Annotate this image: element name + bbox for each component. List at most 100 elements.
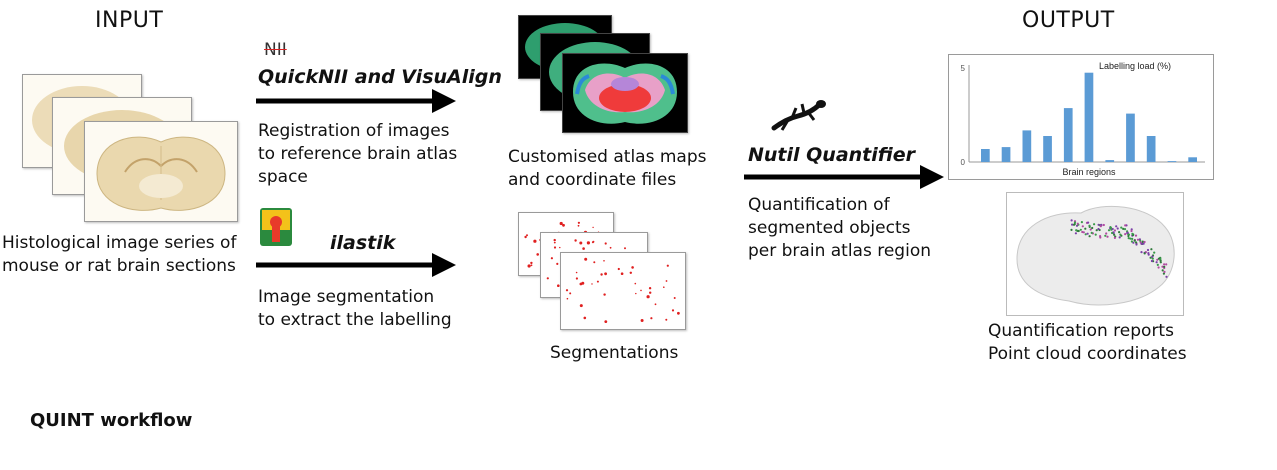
- point-cloud-dot: [1165, 263, 1168, 266]
- point-cloud-dot: [1146, 248, 1150, 252]
- output-heading: OUTPUT: [1022, 8, 1115, 33]
- point-cloud-dot: [1084, 233, 1087, 236]
- point-cloud-dot: [1097, 227, 1100, 231]
- point-cloud-dot: [1129, 237, 1132, 240]
- point-cloud-dot: [1090, 231, 1093, 234]
- point-cloud-dot: [1135, 243, 1138, 246]
- segmentation-description: Image segmentation to extract the labell…: [258, 286, 452, 332]
- segmentation-dot: [524, 235, 527, 239]
- point-cloud-dot: [1113, 229, 1116, 232]
- point-cloud-dots: [1070, 219, 1168, 278]
- input-heading: INPUT: [95, 8, 164, 33]
- point-cloud-dot: [1153, 251, 1156, 254]
- point-cloud-dot: [1126, 231, 1129, 234]
- point-cloud-dot: [1076, 222, 1079, 225]
- segmentation-dot: [586, 241, 590, 245]
- point-cloud-image: [1006, 192, 1184, 316]
- point-cloud-dot: [1165, 275, 1168, 278]
- point-cloud-dot: [1136, 238, 1140, 241]
- bar-1: [981, 149, 990, 162]
- segmentation-dot: [592, 226, 594, 229]
- segmentation-dot: [579, 241, 583, 245]
- segmentation-dot: [530, 261, 533, 265]
- segmentation-dot: [579, 304, 583, 308]
- point-cloud-dot: [1127, 234, 1130, 238]
- point-cloud-dot: [1132, 241, 1135, 244]
- segmentation-dot: [604, 320, 608, 323]
- x-axis-label: Brain regions: [1062, 167, 1116, 177]
- point-cloud-dot: [1119, 233, 1122, 236]
- registration-desc-line-1: Registration of images: [258, 121, 450, 141]
- segmentation-dot: [581, 281, 585, 285]
- point-cloud-dot: [1116, 227, 1119, 230]
- histology-section-3: [84, 121, 238, 222]
- segmentation-dot: [591, 283, 593, 285]
- point-cloud-dot: [1088, 224, 1091, 227]
- bar-group: [981, 72, 1197, 162]
- atlas-maps-caption-line-1: Customised atlas maps: [508, 147, 707, 167]
- segmentation-dot: [604, 242, 607, 245]
- point-cloud-dot: [1107, 229, 1111, 232]
- point-cloud-dot: [1104, 234, 1107, 237]
- segmentation-dot: [536, 253, 539, 256]
- segmentation-dot: [527, 264, 531, 268]
- input-caption-line-1: Histological image series of: [2, 233, 237, 253]
- segmentation-dot: [583, 316, 587, 320]
- bar-chart-svg: Labelling load (%) 5 0 Brain regions: [961, 61, 1205, 177]
- input-caption: Histological image series of mouse or ra…: [2, 232, 236, 278]
- labelling-load-chart: Labelling load (%) 5 0 Brain regions: [948, 54, 1214, 180]
- point-cloud-dot: [1102, 223, 1105, 227]
- segmentation-dot: [650, 317, 653, 320]
- y-tick-label-zero: 0: [961, 158, 966, 167]
- atlas-maps-caption-line-2: and coordinate files: [508, 170, 677, 190]
- segmentation-dot: [575, 277, 578, 280]
- segmentation-dot: [546, 277, 549, 280]
- point-cloud-dot: [1131, 237, 1134, 240]
- segmentation-dot: [565, 289, 569, 292]
- quicknii-logo-text: NII: [264, 40, 287, 60]
- bar-3: [1022, 130, 1032, 162]
- point-cloud-dot: [1161, 265, 1164, 268]
- point-cloud-dot: [1162, 272, 1165, 275]
- segmentation-dot: [646, 295, 650, 299]
- workflow-title: QUINT workflow: [30, 410, 193, 431]
- segmentation-dot: [624, 247, 626, 250]
- point-cloud-dot: [1073, 221, 1077, 224]
- bar-10: [1167, 161, 1177, 162]
- segmentation-dot: [559, 221, 563, 226]
- segmentation-dot: [530, 264, 533, 267]
- segmentation-dot: [566, 297, 569, 300]
- segmentation-dot: [584, 257, 588, 261]
- output-caption-line-1: Quantification reports: [988, 321, 1174, 341]
- point-cloud-dot: [1109, 226, 1113, 229]
- point-cloud-dot: [1155, 261, 1158, 264]
- bar-9: [1146, 136, 1156, 162]
- nutil-gecko-icon: [768, 98, 828, 138]
- point-cloud-dot: [1070, 228, 1073, 231]
- segmentation-dot: [604, 272, 607, 276]
- segmentation-dot: [600, 273, 603, 276]
- point-cloud-dot: [1140, 242, 1143, 245]
- segmentation-arrow: [256, 253, 456, 277]
- point-cloud-dot: [1095, 229, 1098, 232]
- point-cloud-dot: [1163, 270, 1166, 273]
- point-cloud-dot: [1106, 235, 1109, 238]
- point-cloud-dot: [1156, 263, 1159, 266]
- segmentation-image-3: [560, 252, 686, 330]
- registration-tool-name: QuickNII and VisuAlign: [258, 66, 502, 88]
- point-cloud-dot: [1072, 223, 1076, 226]
- segmentation-dot: [562, 223, 565, 227]
- registration-desc-line-2: to reference brain atlas: [258, 144, 458, 164]
- point-cloud-dot: [1105, 232, 1108, 235]
- segmentation-dot: [569, 292, 572, 295]
- point-cloud-dot: [1089, 228, 1092, 231]
- point-cloud-dot: [1081, 225, 1084, 228]
- segmentation-dot: [629, 271, 632, 274]
- point-cloud-dot: [1074, 232, 1077, 235]
- segmentations-caption: Segmentations: [550, 343, 679, 363]
- point-cloud-dot: [1135, 241, 1138, 244]
- point-cloud-dot: [1084, 227, 1087, 230]
- segmentation-dot: [533, 239, 537, 243]
- point-cloud-dot: [1093, 223, 1096, 226]
- point-cloud-dot: [1115, 225, 1118, 228]
